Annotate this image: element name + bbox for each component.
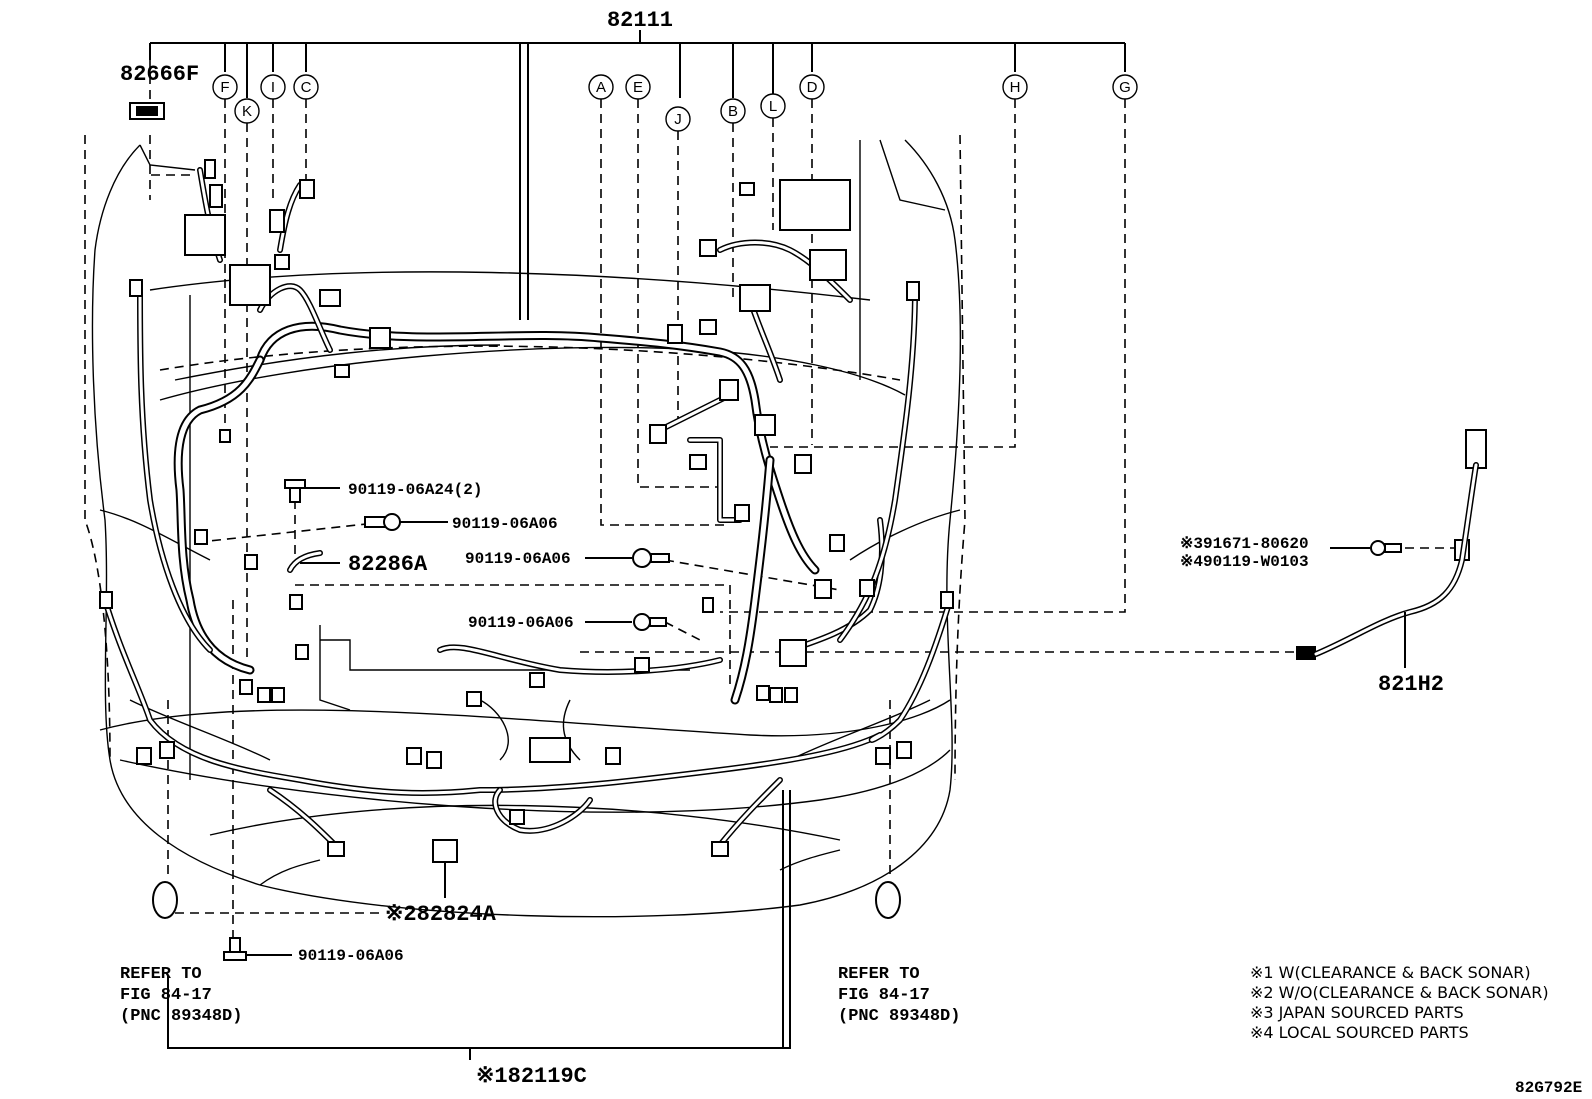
connectors [99,102,1487,919]
sonar-wire-label: 821H2 [1378,672,1444,697]
legend-item: ※2 W/O(CLEARANCE & BACK SONAR) [1250,983,1549,1002]
bolt-a24-label: 90119-06A24(2) [348,481,482,499]
clip-japan-label: ※391671-80620 [1180,535,1309,553]
bumper-wire-label: ※182119C [476,1064,587,1089]
main-harness-label: 82111 [607,8,673,33]
bolt-local-label: ※490119-W0103 [1180,553,1309,571]
part-labels: 90119-06A24(2) 90119-06A06 82286A 90119-… [167,481,1582,1097]
bolt-a06-2-icon [632,548,670,568]
svg-text:REFER TO: REFER TO [838,965,920,984]
svg-text:REFER TO: REFER TO [120,965,202,984]
callout-g: G [1112,74,1138,100]
legend-item: ※3 JAPAN SOURCED PARTS [1250,1003,1464,1022]
bolt-a06-3-icon [633,613,667,631]
svg-text:J: J [674,111,682,128]
legend: ※1 W(CLEARANCE & BACK SONAR) ※2 W/O(CLEA… [1250,963,1549,1042]
svg-text:L: L [769,98,777,115]
refer-note-left: REFER TO FIG 84-17 (PNC 89348D) [120,965,242,1026]
callout-i: I [260,74,286,100]
svg-text:(PNC 89348D): (PNC 89348D) [838,1007,960,1026]
callout-e: E [625,74,651,100]
svg-text:K: K [242,103,252,120]
svg-text:FIG 84-17: FIG 84-17 [120,986,212,1005]
svg-text:FIG 84-17: FIG 84-17 [838,986,930,1005]
refer-note-right: REFER TO FIG 84-17 (PNC 89348D) [838,965,960,1026]
callout-d: D [799,74,825,100]
callout-j: J [665,106,691,132]
svg-text:E: E [633,79,643,96]
sonar-wire-821h2 [1313,462,1479,668]
svg-text:F: F [220,79,229,96]
svg-text:D: D [807,79,818,96]
leader-lines [149,60,1460,940]
legend-item: ※4 LOCAL SOURCED PARTS [1250,1023,1469,1042]
svg-text:A: A [596,79,606,96]
svg-text:C: C [301,79,312,96]
bolt-a24-icon [284,479,306,503]
legend-item: ※1 W(CLEARANCE & BACK SONAR) [1250,963,1531,982]
bolt-a06-bottom-label: 90119-06A06 [298,947,404,965]
svg-text:(PNC 89348D): (PNC 89348D) [120,1007,242,1026]
sub-harness-label: 82286A [348,552,428,577]
bolt-a06-1-label: 90119-06A06 [452,515,558,533]
svg-text:G: G [1119,79,1131,96]
callout-l: L [760,93,786,119]
svg-text:I: I [271,79,275,96]
sub-harness-82286a-icon [287,550,323,573]
bolt-local-icon [1370,540,1402,556]
bolt-a06-1-icon [364,513,401,531]
callout-f: F [212,74,238,100]
svg-text:H: H [1010,79,1021,96]
drawing-id: 82G792E [1515,1079,1582,1097]
bumper-wire [102,597,953,848]
svg-text:B: B [728,103,738,120]
bracket-label: ※282824A [385,902,497,927]
callout-h: H [1002,74,1028,100]
callout-k: K [234,98,260,124]
callout-c: C [293,74,319,100]
callout-a: A [588,74,614,100]
bolt-a06-2-label: 90119-06A06 [465,550,571,568]
callout-b: B [720,98,746,124]
clamp-label: 82666F [120,62,199,87]
bolt-a06-bottom-icon [223,937,247,961]
bolt-a06-3-label: 90119-06A06 [468,614,574,632]
